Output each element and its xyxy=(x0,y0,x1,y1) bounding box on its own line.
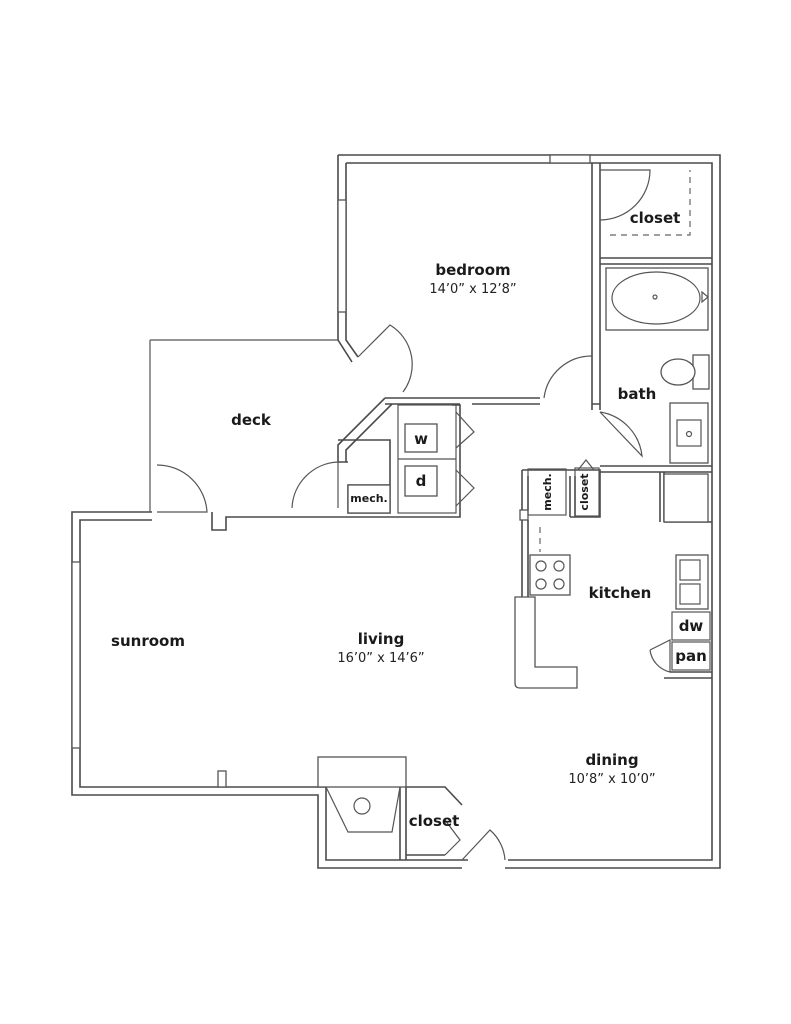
bedroom-door-icon xyxy=(357,324,413,393)
dishwasher-label: dw xyxy=(679,617,704,635)
washer-label: w xyxy=(414,430,428,448)
hall-closet-box xyxy=(574,467,600,517)
washer xyxy=(404,423,438,453)
living-label: living xyxy=(358,630,405,648)
dryer-label: d xyxy=(416,472,427,490)
bathtub xyxy=(605,267,709,331)
toilet-bowl xyxy=(660,358,696,386)
hall-closet-label: closet xyxy=(578,473,591,510)
drain-icon xyxy=(685,430,693,438)
bedroom-closet-label: closet xyxy=(630,209,681,227)
deck-door-icon xyxy=(291,461,339,509)
laundry-bifold-icon xyxy=(455,411,475,507)
mech-closet-box xyxy=(527,468,567,516)
wall-stub xyxy=(217,770,227,788)
entry-closet-walls xyxy=(399,786,463,860)
room-labels: bedroom 14’0” x 12’8” closet bath deck w… xyxy=(111,209,707,830)
burner-icon xyxy=(535,560,547,572)
fireplace-box xyxy=(325,786,401,833)
bedroom-label: bedroom xyxy=(435,261,510,279)
burner-icon xyxy=(535,578,547,590)
pantry-label: pan xyxy=(675,647,707,665)
kitchen-sink-counter xyxy=(675,554,709,610)
refrigerator xyxy=(663,473,709,523)
exterior-walls xyxy=(71,154,721,869)
pantry-box xyxy=(671,641,711,671)
deck-label: deck xyxy=(231,411,272,429)
bedroom-top-window xyxy=(549,154,591,164)
interior-walls xyxy=(317,163,712,860)
dishwasher-box xyxy=(671,611,711,641)
living-size: 16’0” x 14’6” xyxy=(337,651,424,666)
bedroom-window xyxy=(337,199,347,313)
faucet-icon xyxy=(701,290,709,304)
bath-label: bath xyxy=(618,385,657,403)
sink-basin-1 xyxy=(679,559,701,581)
kitchen-west-wall xyxy=(521,520,529,597)
stove xyxy=(529,554,571,596)
bathtub-basin xyxy=(611,271,701,325)
kitchen-island xyxy=(514,596,578,689)
deck-outline xyxy=(149,339,338,513)
burner-icon xyxy=(553,560,565,572)
sunroom-window xyxy=(71,561,81,749)
inner-outline xyxy=(79,162,713,861)
pantry-door-icon xyxy=(649,639,671,673)
dining-label: dining xyxy=(585,751,638,769)
bedroom-south-wall xyxy=(385,397,600,405)
entry-door-icon xyxy=(461,829,506,861)
sunroom-door-icon xyxy=(156,464,208,513)
sink-basin-2 xyxy=(679,583,701,605)
wall-stub xyxy=(519,509,529,521)
kitchen-label: kitchen xyxy=(589,584,652,602)
closet-door-nub xyxy=(577,459,595,471)
bedroom-size: 14’0” x 12’8” xyxy=(429,282,516,297)
hall-door-icon xyxy=(543,355,593,399)
bath-door-icon xyxy=(599,411,643,458)
entry-closet-label: closet xyxy=(409,812,460,830)
dining-size: 10’8” x 10’0” xyxy=(568,772,655,787)
entry-closet-door-icon xyxy=(444,819,461,856)
bath-sink xyxy=(676,419,702,447)
mech-unit xyxy=(347,484,391,514)
hall-mech-label: mech. xyxy=(541,473,554,510)
fireplace-hearth xyxy=(317,756,407,788)
fixtures xyxy=(347,267,711,689)
outer-wall xyxy=(71,154,721,869)
bath-vanity xyxy=(669,402,709,464)
fireplace-icon xyxy=(353,797,371,815)
dryer xyxy=(404,465,438,497)
closet-door-icon xyxy=(599,169,651,221)
drain-icon xyxy=(652,294,658,300)
closet-shelf-line xyxy=(610,170,691,236)
doors xyxy=(156,169,691,861)
sunroom-label: sunroom xyxy=(111,632,185,650)
burner-icon xyxy=(553,578,565,590)
bedroom-bath-wall xyxy=(591,163,712,473)
mech-label: mech. xyxy=(350,492,387,505)
deck-diagonal xyxy=(337,397,393,462)
